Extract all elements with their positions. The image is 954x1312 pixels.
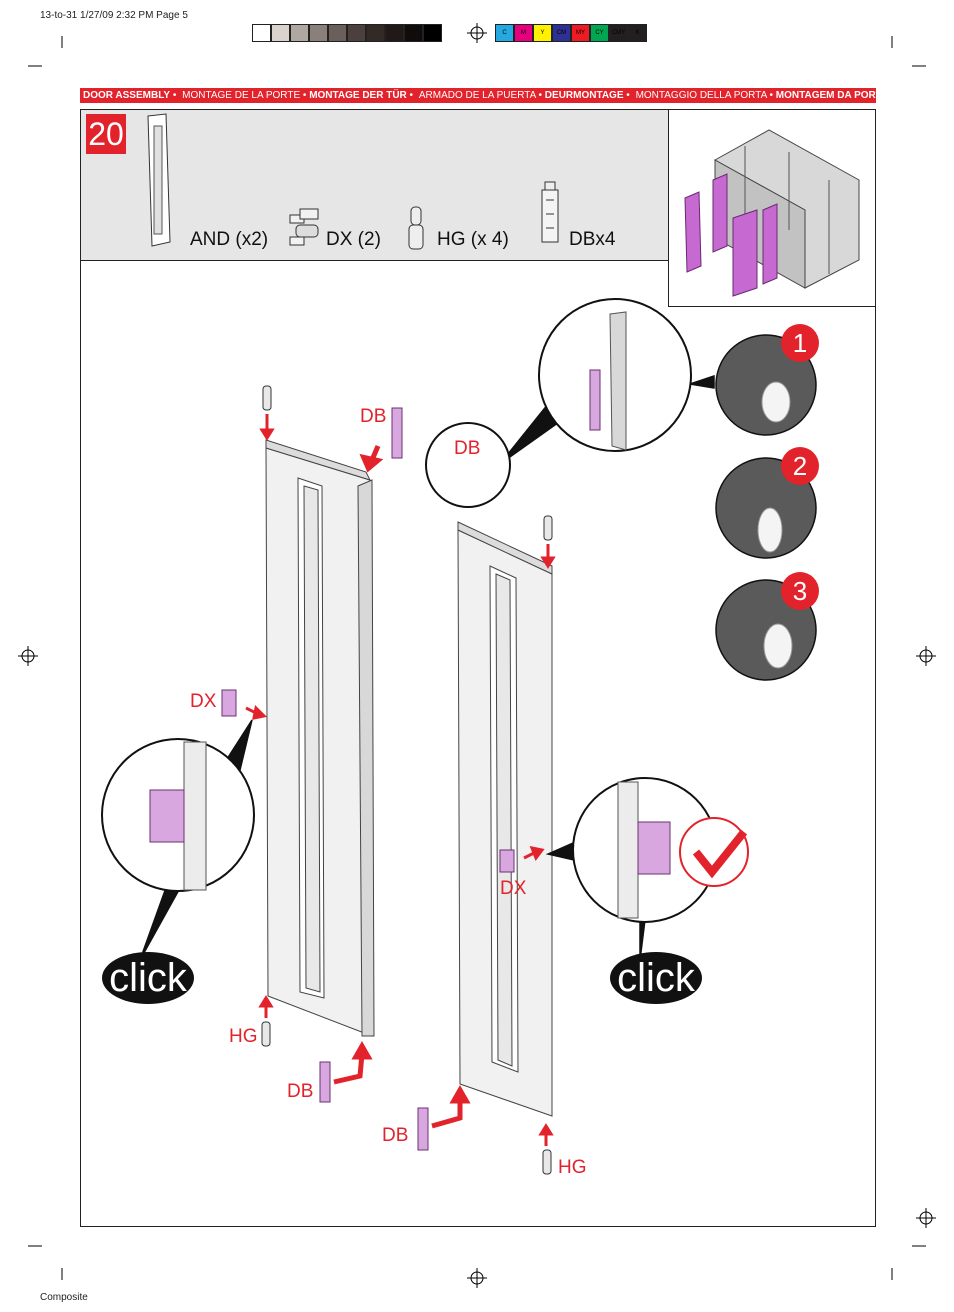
db-part-bottom-left — [319, 1061, 331, 1103]
gray-swatch — [271, 24, 290, 42]
gray-swatch — [290, 24, 309, 42]
db-part-top — [391, 407, 403, 459]
callout-hg-right: HG — [558, 1157, 587, 1178]
callout-hg-left: HG — [229, 1026, 258, 1047]
banner-item: MONTAGE DE LA PORTE — [182, 90, 301, 101]
cmyk-swatch: MY — [571, 24, 590, 42]
gray-swatch — [252, 24, 271, 42]
gray-swatch — [423, 24, 442, 42]
dx-part-left — [221, 689, 237, 717]
dx-part-right — [499, 849, 515, 873]
cmyk-swatch: Y — [533, 24, 552, 42]
hg-pin-bottom-right — [542, 1149, 552, 1175]
door-panel-icon — [147, 113, 171, 247]
hg-pin-bottom-left — [261, 1021, 271, 1047]
banner-item: ARMADO DE LA PUERTA — [418, 90, 536, 101]
banner-item: MONTAGGIO DELLA PORTA — [635, 90, 767, 101]
gray-swatch — [328, 24, 347, 42]
left-door — [265, 439, 375, 1037]
gray-swatch — [309, 24, 328, 42]
callout-dx-left: DX — [190, 691, 217, 712]
gray-swatch — [347, 24, 366, 42]
banner-item: DOOR ASSEMBLY — [83, 90, 171, 101]
hg-pin-icon — [408, 206, 424, 250]
cmyk-swatch: C — [495, 24, 514, 42]
step-frame — [80, 109, 876, 1227]
callout-db-top: DB — [360, 406, 387, 427]
hg-pin-top-left — [262, 385, 272, 411]
cmyk-swatch: CMY — [609, 24, 628, 42]
part-dx-label: DX (2) — [326, 229, 381, 250]
parts-divider — [81, 260, 668, 261]
section-banner: DOOR ASSEMBLY • MONTAGE DE LA PORTE • MO… — [80, 88, 876, 103]
part-db-label: DBx4 — [569, 229, 616, 250]
cmyk-swatch: K — [628, 24, 647, 42]
gray-swatch — [404, 24, 423, 42]
banner-text: DOOR ASSEMBLY • MONTAGE DE LA PORTE • MO… — [80, 90, 876, 101]
parts-panel — [81, 110, 668, 260]
banner-item: DEURMONTAGE — [544, 90, 624, 101]
photo-step-2-badge: 2 — [781, 447, 819, 485]
right-door — [457, 521, 553, 1117]
print-slug-header: 13-to-31 1/27/09 2:32 PM Page 5 — [40, 10, 188, 21]
step-number: 20 — [86, 114, 126, 154]
hg-pin-top-right — [543, 515, 553, 541]
shed-overview-panel — [668, 109, 876, 307]
gray-swatch — [366, 24, 385, 42]
cmyk-swatch: M — [514, 24, 533, 42]
photo-step-3-badge: 3 — [781, 572, 819, 610]
gray-swatch — [385, 24, 404, 42]
cmyk-swatch: CM — [552, 24, 571, 42]
cmyk-swatch: CY — [590, 24, 609, 42]
click-bubble-right: click — [610, 952, 702, 1004]
part-hg-label: HG (x 4) — [437, 229, 509, 250]
grayscale-bar — [252, 24, 442, 42]
db-bracket-icon — [541, 181, 559, 243]
callout-db-bottom-right: DB — [382, 1125, 409, 1146]
print-slug-footer: Composite — [40, 1292, 88, 1303]
db-part-bottom-right — [417, 1107, 429, 1151]
callout-db-zoom: DB — [454, 438, 481, 459]
shed-overview-illustration — [684, 129, 860, 297]
part-and-label: AND (x2) — [190, 229, 269, 250]
callout-db-bottom-left: DB — [287, 1081, 314, 1102]
banner-item: MONTAGEM DA PORTA — [775, 90, 876, 101]
registration-target-icon — [18, 23, 936, 1288]
callout-dx-right: DX — [500, 878, 527, 899]
photo-step-1-badge: 1 — [781, 324, 819, 362]
dx-hinge-icon — [289, 208, 319, 246]
banner-item: MONTAGE DER TÜR — [309, 90, 407, 101]
click-bubble-left: click — [102, 952, 194, 1004]
